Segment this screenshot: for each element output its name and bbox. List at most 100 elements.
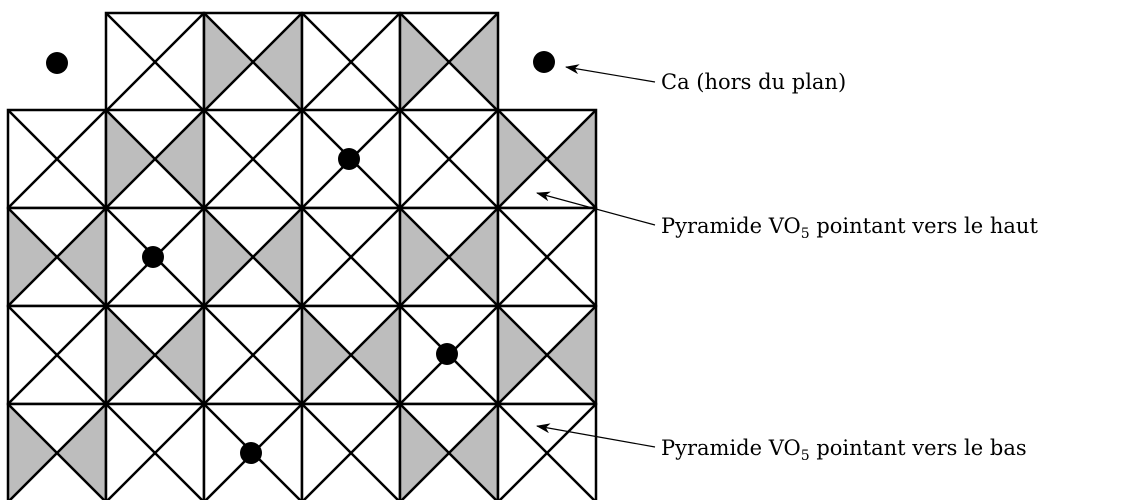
pyramid-facet <box>8 306 106 355</box>
pyramid-facet <box>204 13 302 62</box>
pyramid-facet <box>302 208 351 306</box>
down-pyramid-label: Pyramide VO5 pointant vers le bas <box>661 436 1027 464</box>
pyramid-facet <box>155 306 204 404</box>
square-diagonal <box>8 403 107 500</box>
pyramid-facet <box>10 453 104 500</box>
pyramid-facet <box>8 159 106 208</box>
pyramid-facet <box>498 257 596 306</box>
pyramid-facet <box>302 306 400 355</box>
square-diagonal <box>203 305 303 405</box>
square-diagonal <box>7 305 107 405</box>
square-diagonal <box>7 207 107 307</box>
square-diagonal <box>203 12 303 112</box>
pyramid-facet <box>547 208 596 306</box>
calcium-atoms <box>46 51 555 464</box>
pyramid-facet <box>302 159 400 208</box>
calcium-atom <box>533 51 555 73</box>
pyramid-facet <box>155 208 204 306</box>
pyramid-facet <box>449 404 498 500</box>
pyramid-facet <box>400 159 498 208</box>
pyramid-facet <box>400 13 498 62</box>
pyramid-up <box>104 108 206 210</box>
pyramid-facet <box>498 306 547 404</box>
pyramid-down <box>300 206 402 308</box>
square-diagonal <box>301 207 401 307</box>
pyramid-facet <box>204 13 253 111</box>
pyramid-facet <box>155 13 204 111</box>
pyramid-facet <box>8 355 106 404</box>
square-outline <box>496 402 598 500</box>
pyramid-up <box>202 11 304 113</box>
pyramid-facet <box>302 110 351 208</box>
pyramid-facet <box>351 13 400 111</box>
pyramid-down <box>6 108 108 210</box>
pyramid-facet <box>498 355 596 404</box>
square-diagonal <box>497 207 597 307</box>
pyramid-facet <box>8 257 106 306</box>
pyramid-up <box>104 304 206 406</box>
pyramid-facet <box>8 110 57 208</box>
pyramid-facet <box>498 404 547 500</box>
pyramid-facet <box>400 404 498 453</box>
square-diagonal <box>498 403 597 500</box>
calcium-atom <box>240 442 262 464</box>
ca-arrow <box>565 64 656 83</box>
pyramid-facet <box>8 208 57 306</box>
pyramid-facet <box>400 208 498 257</box>
calcium-atom <box>142 246 164 268</box>
square-diagonal <box>203 207 303 307</box>
pyramid-facet <box>57 208 106 306</box>
pyramid-facet <box>204 159 302 208</box>
square-diagonal <box>302 403 401 500</box>
pyramid-up <box>6 206 108 308</box>
down-pyramid-label-rest: pointant vers le bas <box>810 436 1027 460</box>
pyramid-facet <box>8 110 106 159</box>
square-diagonal <box>301 305 401 405</box>
pyramid-facet <box>302 62 400 111</box>
pyramid-up <box>300 304 402 406</box>
square-diagonal <box>106 403 205 500</box>
pyramid-facet <box>547 404 596 500</box>
pyramid-facet <box>204 257 302 306</box>
square-diagonal <box>399 109 499 209</box>
pyramid-up <box>398 206 500 308</box>
pyramid-facet <box>106 404 204 453</box>
pyramid-up <box>496 304 598 406</box>
pyramid-facet <box>204 404 302 453</box>
pyramid-up <box>6 402 108 500</box>
pyramid-down <box>300 402 402 500</box>
pyramid-facet <box>500 453 594 500</box>
pyramid-facet <box>351 208 400 306</box>
up-pyramid-label-text: Pyramide VO <box>661 214 801 238</box>
pyramid-facet <box>106 404 155 500</box>
up-pyramid-label-rest: pointant vers le haut <box>810 214 1039 238</box>
pyramid-facet <box>106 62 204 111</box>
pyramid-facet <box>304 453 398 500</box>
square-diagonal <box>105 12 205 112</box>
pyramid-facet <box>351 110 400 208</box>
pyramid-facet <box>57 306 106 404</box>
pyramid-facet <box>547 306 596 404</box>
pyramid-facet <box>106 208 204 257</box>
down-pyramid-label-subscript: 5 <box>801 448 810 464</box>
pyramid-facet <box>106 306 204 355</box>
pyramid-facet <box>302 13 400 62</box>
pyramid-down <box>6 304 108 406</box>
pyramid-facet <box>302 404 351 500</box>
pyramid-up <box>398 11 500 113</box>
square-diagonal <box>7 109 107 209</box>
pyramid-facet <box>302 110 400 159</box>
pyramid-facet <box>449 306 498 404</box>
pyramid-facet <box>449 13 498 111</box>
pyramid-facet <box>106 257 204 306</box>
pyramid-facet <box>400 306 449 404</box>
pyramid-down <box>104 402 206 500</box>
pyramid-down <box>300 11 402 113</box>
pyramid-facet <box>302 13 351 111</box>
pyramid-facet <box>106 13 155 111</box>
down-pyramid-label-text: Pyramide VO <box>661 436 801 460</box>
pyramid-facet <box>57 404 106 500</box>
pyramid-facet <box>400 306 498 355</box>
square-diagonal <box>497 305 597 405</box>
pyramid-facet <box>204 306 253 404</box>
